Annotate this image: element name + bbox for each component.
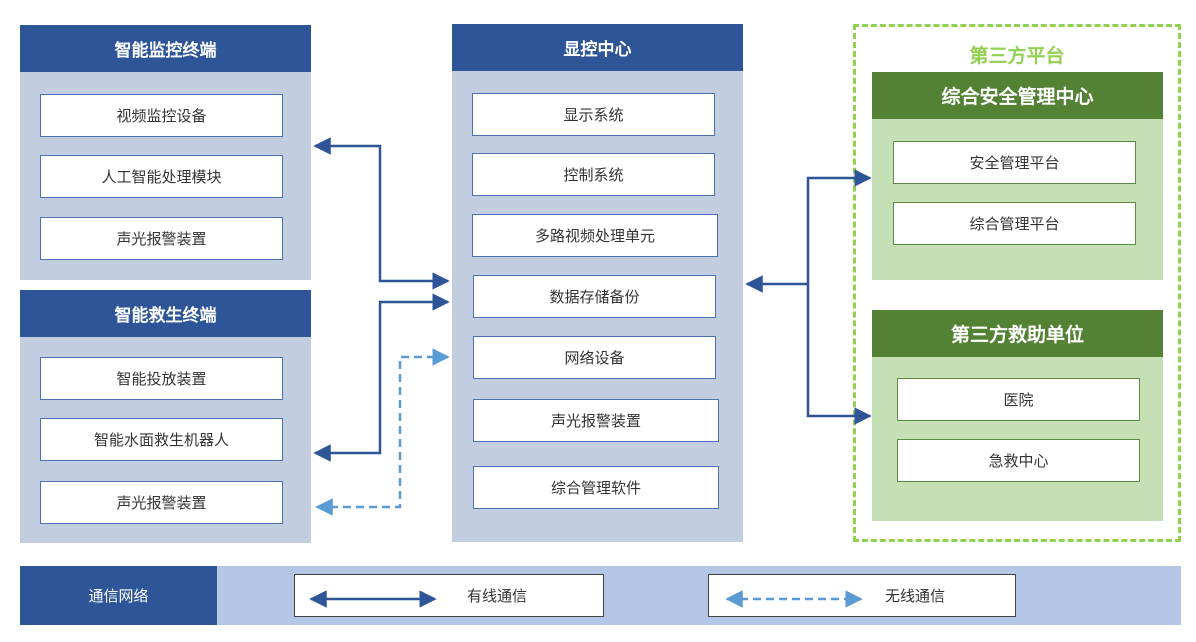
monitor-item-ai: 人工智能处理模块	[40, 155, 283, 198]
control-item-network: 网络设备	[473, 336, 716, 379]
wired-link-rescue	[313, 293, 450, 462]
safety-center-title: 综合安全管理中心	[872, 72, 1163, 119]
legend-bar: 通信网络 有线通信 无线通信	[20, 566, 1181, 625]
rescue-units-panel: 第三方救助单位 医院 急救中心	[872, 310, 1163, 521]
legend-wireless: 无线通信	[708, 574, 1016, 617]
control-item-alarm: 声光报警装置	[473, 399, 719, 442]
monitor-terminal-title: 智能监控终端	[20, 25, 311, 72]
wired-arrow-icon	[309, 590, 437, 608]
wired-link-safety-center	[806, 169, 872, 284]
third-party-container: 第三方平台	[853, 24, 1181, 542]
wired-link-monitor	[313, 137, 450, 290]
legend-wired-text: 有线通信	[467, 587, 528, 605]
control-item-control: 控制系统	[472, 153, 715, 196]
legend-wired: 有线通信	[294, 574, 604, 617]
rescue-unit-hospital: 医院	[897, 378, 1140, 421]
control-item-software: 综合管理软件	[473, 466, 719, 509]
legend-label: 通信网络	[20, 566, 217, 625]
wireless-link-rescue	[315, 348, 450, 516]
rescue-item-robot: 智能水面救生机器人	[40, 418, 283, 461]
wired-link-rescue-units	[806, 284, 872, 425]
monitor-item-alarm: 声光报警装置	[40, 217, 283, 260]
rescue-terminal-title: 智能救生终端	[20, 290, 311, 337]
rescue-item-dispenser: 智能投放装置	[40, 357, 283, 400]
rescue-units-title: 第三方救助单位	[872, 310, 1163, 357]
rescue-terminal-panel: 智能救生终端 智能投放装置 智能水面救生机器人 声光报警装置	[20, 290, 311, 543]
control-center-title: 显控中心	[452, 24, 743, 71]
monitor-terminal-panel: 智能监控终端 视频监控设备 人工智能处理模块 声光报警装置	[20, 25, 311, 280]
safety-center-panel: 综合安全管理中心 安全管理平台 综合管理平台	[872, 72, 1163, 280]
legend-wireless-text: 无线通信	[885, 587, 946, 605]
control-item-display: 显示系统	[472, 93, 715, 136]
control-item-storage: 数据存储备份	[473, 275, 716, 318]
rescue-item-alarm: 声光报警装置	[40, 481, 283, 524]
safety-item-security-platform: 安全管理平台	[893, 141, 1136, 184]
wireless-arrow-icon	[725, 590, 863, 608]
control-center-panel: 显控中心 显示系统 控制系统 多路视频处理单元 数据存储备份 网络设备 声光报警…	[452, 24, 743, 542]
safety-item-management-platform: 综合管理平台	[893, 202, 1136, 245]
rescue-unit-emergency: 急救中心	[897, 439, 1140, 482]
monitor-item-video: 视频监控设备	[40, 94, 283, 137]
control-item-video-unit: 多路视频处理单元	[472, 214, 718, 257]
third-party-title: 第三方平台	[969, 45, 1065, 67]
